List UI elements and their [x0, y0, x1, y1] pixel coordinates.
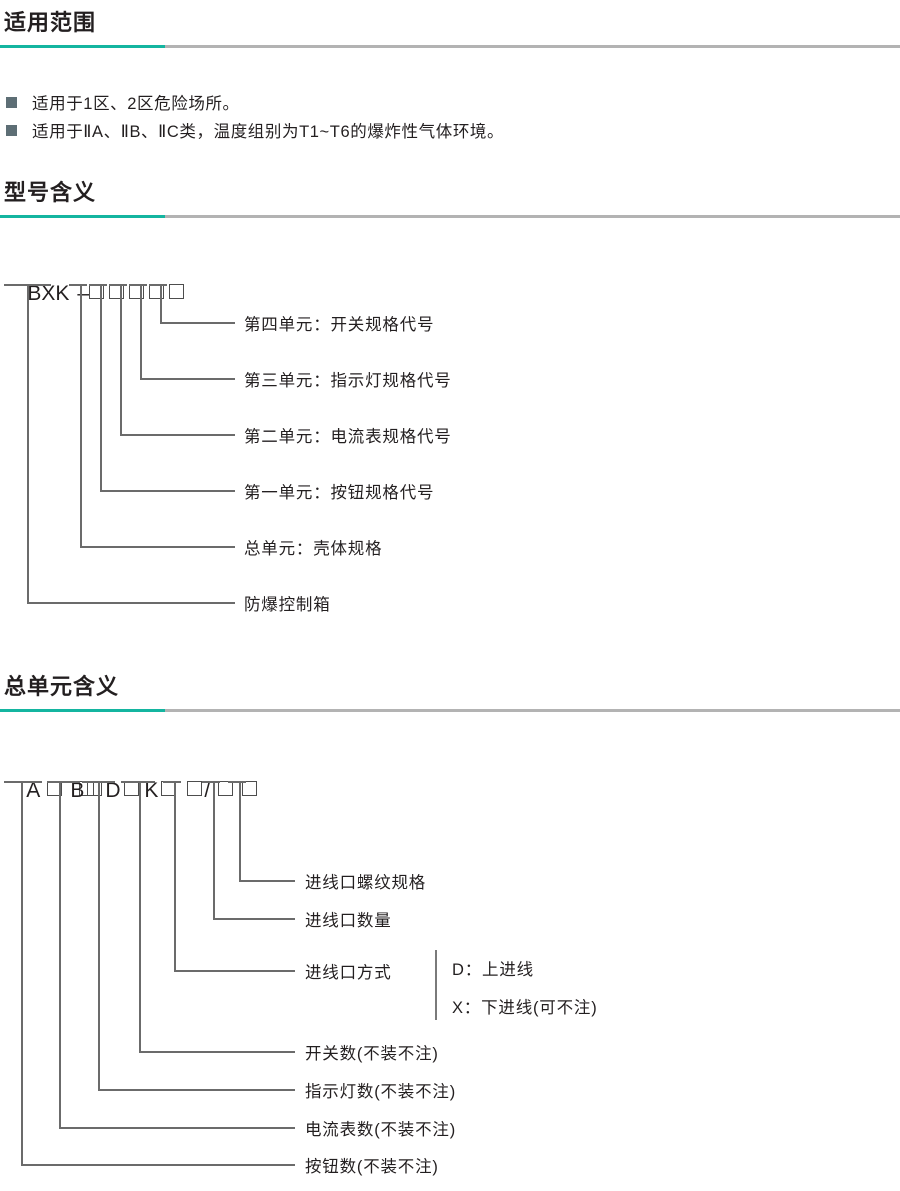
leader-line-horizontal: [139, 1051, 295, 1053]
main-unit-code-string-k: K/: [121, 755, 258, 827]
code-box: [187, 781, 203, 796]
model-code-string: BXK–: [4, 258, 185, 330]
leader-line-horizontal: [27, 602, 235, 604]
bullet-text: 适用于1区、2区危险场所。: [32, 95, 240, 113]
code-box: [242, 781, 258, 796]
list-item: 适用于ⅡA、ⅡB、ⅡC类，温度组别为T1~T6的爆炸性气体环境。: [6, 116, 504, 144]
model-code-prefix: BXK: [27, 282, 70, 305]
code-slash: /: [204, 779, 211, 802]
code-underline: [149, 284, 167, 286]
code-underline: [47, 781, 80, 783]
leader-line-horizontal: [239, 880, 295, 882]
leader-label: 进线口螺纹规格: [305, 874, 427, 892]
leader-line-horizontal: [100, 490, 235, 492]
leader-line-vertical: [59, 781, 61, 1128]
section-rule: [0, 215, 900, 218]
leader-line-vertical: [139, 781, 141, 1052]
leader-line-horizontal: [213, 918, 295, 920]
leader-line-horizontal: [80, 546, 235, 548]
code-box: [149, 284, 165, 299]
code-box: [89, 284, 105, 299]
code-underline: [69, 284, 87, 286]
leader-line-vertical: [213, 781, 215, 919]
section-title-main-unit: 总单元含义: [4, 674, 120, 699]
leader-line-vertical: [80, 284, 82, 547]
code-token-a: A: [26, 779, 41, 802]
code-box: [169, 284, 185, 299]
leader-line-vertical: [100, 284, 102, 491]
leader-line-vertical: [120, 284, 122, 435]
leader-line-horizontal: [21, 1164, 295, 1166]
leader-label: 指示灯数(不装不注): [305, 1083, 456, 1101]
leader-label: 防爆控制箱: [244, 596, 331, 614]
leader-line-vertical: [174, 781, 176, 971]
leader-line-horizontal: [174, 970, 295, 972]
model-code-dash: –: [77, 282, 90, 305]
leader-line-vertical: [140, 284, 142, 379]
section-main-unit: 总单元含义: [0, 672, 900, 712]
code-token-k: K: [144, 779, 159, 802]
bullet-square-icon: [6, 124, 17, 136]
leader-line-horizontal: [140, 378, 235, 380]
leader-label: 进线口数量: [305, 912, 392, 930]
code-box: [129, 284, 145, 299]
leader-line-horizontal: [59, 1127, 295, 1129]
list-item: 适用于1区、2区危险场所。: [6, 88, 504, 116]
leader-label: 第二单元：电流表规格代号: [244, 428, 452, 446]
section-title-scope: 适用范围: [4, 10, 97, 35]
leader-label: 按钮数(不装不注): [305, 1158, 439, 1176]
leader-line-vertical: [27, 284, 29, 603]
code-underline: [121, 781, 155, 783]
section-scope: 适用范围: [0, 8, 900, 48]
code-underline: [109, 284, 127, 286]
section-rule: [0, 709, 900, 712]
leader-line-vertical: [21, 781, 23, 1165]
code-underline: [202, 781, 220, 783]
sub-label-up-entry: D：上进线: [452, 961, 534, 979]
leader-label: 开关数(不装不注): [305, 1045, 439, 1063]
leader-label: 第一单元：按钮规格代号: [244, 484, 435, 502]
leader-label: 第四单元：开关规格代号: [244, 316, 435, 334]
code-token-d: D: [105, 779, 121, 802]
scope-bullet-list: 适用于1区、2区危险场所。 适用于ⅡA、ⅡB、ⅡC类，温度组别为T1~T6的爆炸…: [6, 88, 504, 144]
code-box: [109, 284, 125, 299]
code-token-b: B: [70, 779, 85, 802]
sub-label-divider: [435, 950, 437, 1020]
sub-label-down-entry: X：下进线(可不注): [452, 999, 598, 1017]
leader-label: 进线口方式: [305, 964, 392, 982]
bullet-text: 适用于ⅡA、ⅡB、ⅡC类，温度组别为T1~T6的爆炸性气体环境。: [32, 123, 505, 141]
code-box: [218, 781, 234, 796]
leader-label: 总单元：壳体规格: [244, 540, 383, 558]
leader-line-vertical: [160, 284, 162, 323]
leader-line-horizontal: [160, 322, 235, 324]
section-title-model-code: 型号含义: [4, 180, 97, 205]
section-model-code: 型号含义: [0, 178, 900, 218]
leader-label: 第三单元：指示灯规格代号: [244, 372, 452, 390]
code-underline: [129, 284, 147, 286]
code-underline: [89, 284, 107, 286]
leader-label: 电流表数(不装不注): [305, 1121, 456, 1139]
bullet-square-icon: [6, 96, 17, 108]
code-underline: [228, 781, 246, 783]
code-underline: [163, 781, 181, 783]
section-rule: [0, 45, 900, 48]
leader-line-vertical: [239, 781, 241, 881]
leader-line-vertical: [98, 781, 100, 1090]
leader-line-horizontal: [120, 434, 235, 436]
leader-line-horizontal: [98, 1089, 295, 1091]
code-underline: [4, 781, 42, 783]
